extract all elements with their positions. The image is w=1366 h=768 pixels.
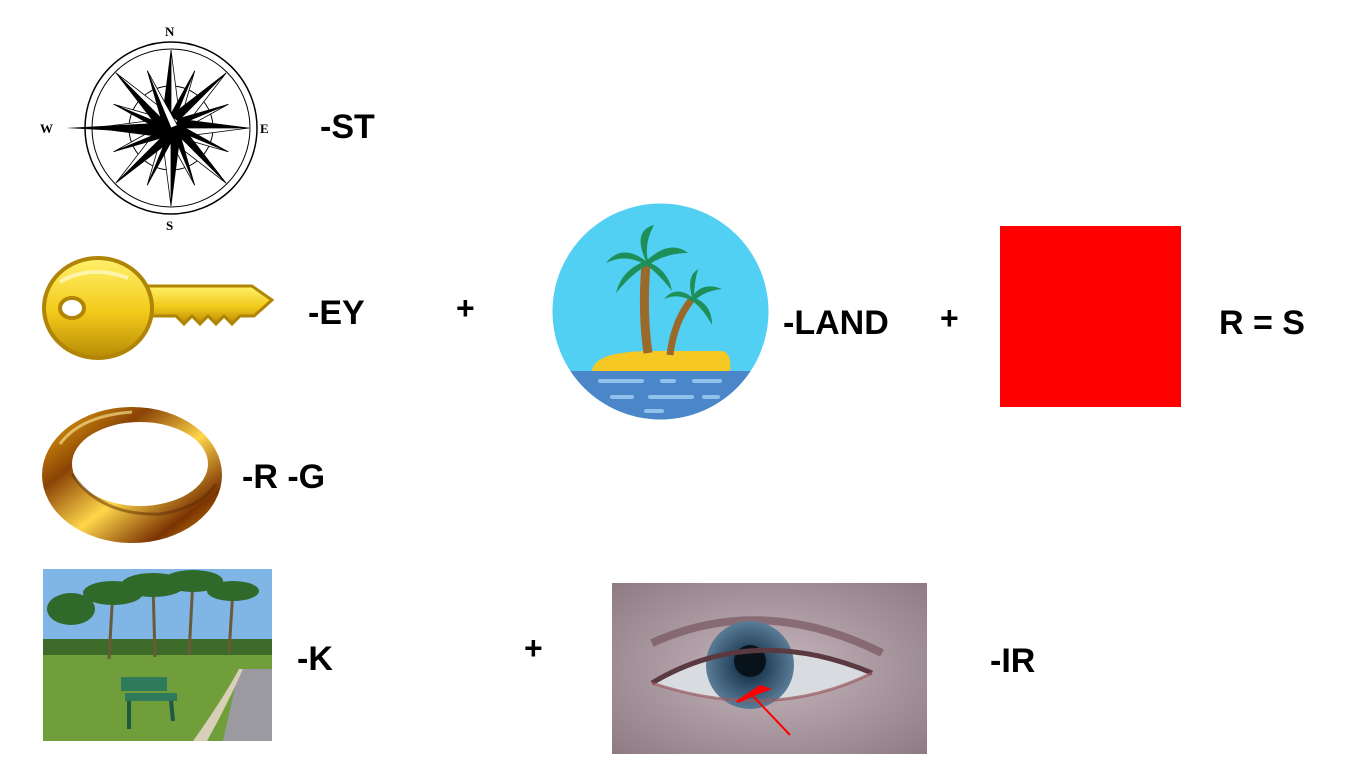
plus-sign-1: + [456,290,475,326]
park-suffix: -K [297,640,333,678]
compass-suffix: -ST [320,108,375,146]
key-suffix: -EY [308,294,365,332]
eye-suffix: -IR [990,642,1036,680]
ring-suffix: -R -G [242,458,326,496]
plus-sign-3: + [524,630,543,666]
substitution-rule: R = S [1219,304,1305,342]
golden-key-icon [40,252,274,364]
compass-letter-e: E [260,121,269,136]
compass-letter-n: N [165,24,175,39]
eye-pupil-photo [612,583,927,754]
compass-rose-icon: N S E W [38,22,278,234]
compass-letter-w: W [40,121,53,136]
park-bench-photo [43,569,272,741]
red-square [1000,226,1181,407]
island-suffix: -LAND [783,304,889,342]
gold-ring-icon [40,404,225,546]
plus-sign-2: + [940,300,959,336]
compass-letter-s: S [166,218,173,233]
palm-island-icon [552,203,769,420]
